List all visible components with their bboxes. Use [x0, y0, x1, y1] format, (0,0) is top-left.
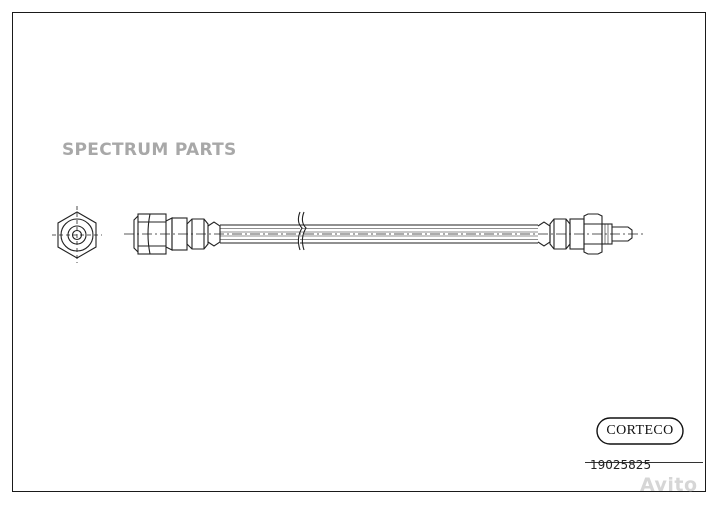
hose-side-view: [124, 211, 646, 255]
corteco-logo: CORTECO: [596, 417, 684, 445]
drawing-frame: [12, 12, 706, 492]
corteco-logo-text: CORTECO: [606, 423, 674, 438]
fitting-end-view: [52, 206, 102, 263]
part-number: 19025825: [590, 458, 652, 472]
avito-watermark: Avito: [640, 474, 698, 496]
part-number-rule: [585, 462, 703, 463]
spectrum-parts-watermark: SPECTRUM PARTS: [62, 140, 237, 160]
